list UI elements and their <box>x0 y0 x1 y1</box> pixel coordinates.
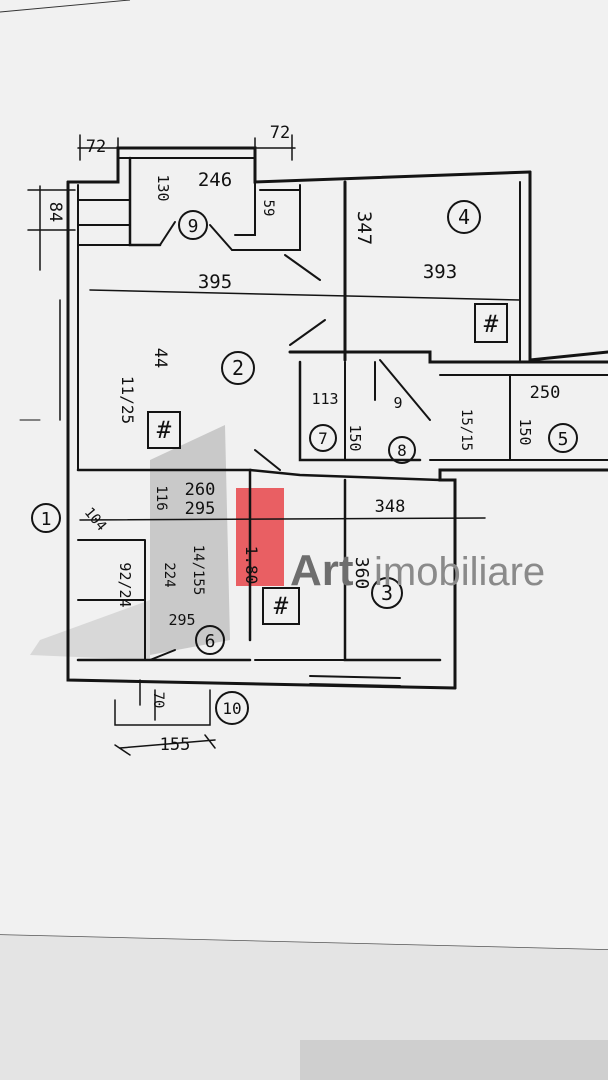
dim-label: 14/155 <box>190 545 206 596</box>
hash-boxes <box>147 303 508 625</box>
dim-label: 11/25 <box>118 376 137 424</box>
dim-label: 295 <box>185 499 216 519</box>
dim-label: 72 <box>270 123 290 143</box>
dim-label: 150 <box>346 424 364 451</box>
room-number-7: 7 <box>318 429 328 448</box>
dim-label: 260 <box>185 480 216 500</box>
room-number-5: 5 <box>558 429 569 450</box>
dim-label: 44 <box>150 348 170 368</box>
dim-label: 70 <box>150 692 166 709</box>
dim-label: 246 <box>198 169 232 191</box>
dim-label: 347 <box>353 211 375 245</box>
hash-symbol: # <box>274 592 289 620</box>
dim-label: 360 <box>351 557 372 590</box>
watermark-stripe <box>30 600 150 660</box>
paper-corner <box>0 0 131 13</box>
room-number-2: 2 <box>232 356 244 380</box>
room-number-6: 6 <box>205 631 216 652</box>
dim-label: 348 <box>375 497 406 517</box>
room-number-4: 4 <box>458 205 470 229</box>
room-number-1: 1 <box>41 509 52 530</box>
room-number-8: 8 <box>397 441 407 460</box>
dim-label: 116 <box>153 485 169 510</box>
dim-label: 395 <box>198 271 232 293</box>
dim-label: 130 <box>154 174 172 201</box>
dim-label: 9 <box>393 394 402 412</box>
watermark-brand: Art <box>290 546 354 595</box>
hash-box-room-3 <box>262 587 300 625</box>
dim-label: 150 <box>516 418 534 445</box>
dim-label: 250 <box>530 383 561 403</box>
dim-label: 1.80 <box>242 546 261 585</box>
room-circles <box>31 200 578 725</box>
dim-label: 295 <box>168 611 195 629</box>
watermark: Art imobiliare <box>290 546 545 595</box>
dim-label: 72 <box>86 137 106 157</box>
hash-box-room-4 <box>474 303 508 343</box>
dim-label: 84 <box>45 202 65 222</box>
room-labels: 1 2 3 4 5 6 7 8 9 10 <box>41 205 569 718</box>
watermark-suffix: imobiliare <box>374 550 545 594</box>
dim-label: 113 <box>311 390 338 408</box>
hash-symbol: # <box>484 310 499 338</box>
lower-shadow <box>300 1040 608 1080</box>
dim-label: 393 <box>423 261 457 283</box>
room-number-3: 3 <box>381 581 393 605</box>
dim-label: 224 <box>161 562 177 587</box>
hash-symbol: # <box>157 416 172 444</box>
hash-box-room-2 <box>147 411 181 449</box>
watermark-logo-block <box>236 488 284 586</box>
dim-label: 15/15 <box>458 409 474 451</box>
dim-label: 59 <box>260 200 276 217</box>
dimension-labels: 72 72 84 246 130 59 347 395 393 44 11/25… <box>45 123 560 755</box>
walls <box>19 134 608 756</box>
watermark-shape <box>150 425 230 655</box>
room-number-10: 10 <box>222 699 241 718</box>
dim-label: 92/24 <box>116 562 134 607</box>
dim-label: 155 <box>160 735 191 755</box>
room-number-9: 9 <box>188 216 199 237</box>
